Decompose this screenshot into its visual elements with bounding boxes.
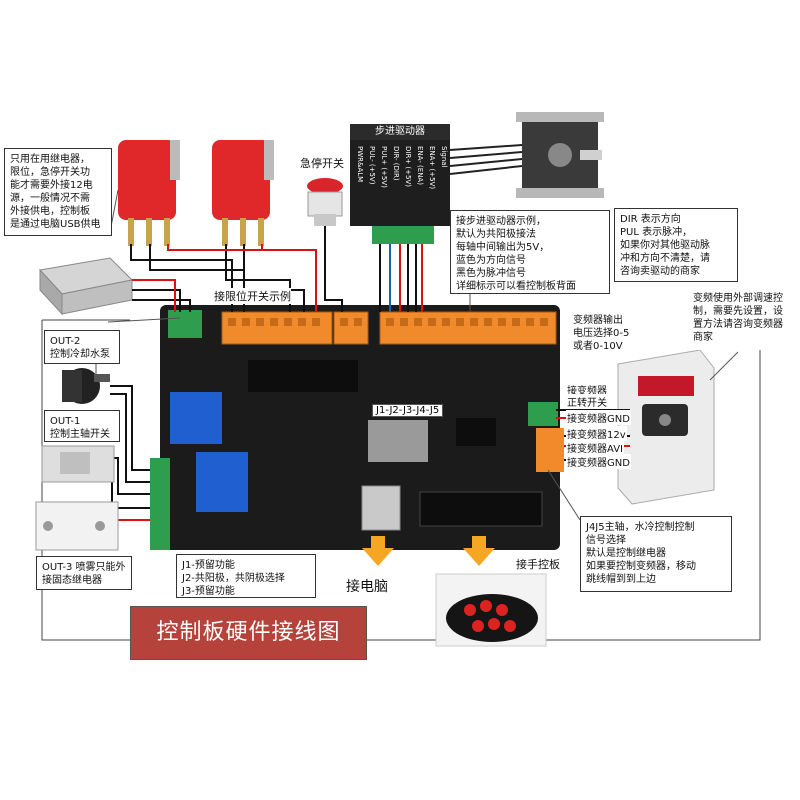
- driver-pin-label: DIR- (DIR): [392, 146, 400, 181]
- callout-line: 源，一般情况不需: [10, 193, 90, 204]
- callout-out3: OUT-3 喷雾只能外 接固态继电器: [36, 556, 132, 590]
- callout-dir-pul: DIR 表示方向 PUL 表示脉冲， 如果你对其他驱动脉 冲和方向不清楚，请 咨…: [614, 208, 738, 282]
- callout-line: 外接供电，控制板: [10, 206, 90, 217]
- callout-line: 如果你对其他驱动脉: [620, 240, 710, 251]
- stepper-motor: [516, 112, 604, 198]
- solid-state-relay: [35, 501, 119, 551]
- arrows: [362, 536, 495, 566]
- callout-line: 默认是控制继电器: [586, 548, 666, 559]
- driver-pin-label: ENA+ (+5V): [428, 146, 436, 189]
- callout-j4j5: J4J5主轴，水冷控制控制 信号选择 默认是控制继电器 如果要控制变频器，移动 …: [580, 516, 732, 592]
- callout-line: PUL 表示脉冲，: [620, 227, 693, 238]
- driver-pin-label: PUL+ (+5V): [380, 146, 388, 188]
- callout-jumpers: J1-预留功能 J2-共阳极，共阴极选择 J3-预留功能: [176, 554, 316, 598]
- callout-line: J1-预留功能: [182, 560, 235, 571]
- callout-line: 如果要控制变频器，移动: [586, 561, 696, 572]
- callout-line: 置方法请咨询变频器: [693, 319, 783, 330]
- callout-line: J2-共阳极，共阴极选择: [182, 573, 285, 584]
- water-pump: [62, 368, 110, 404]
- vfd-terminal-12v: 接变频器12v: [566, 426, 627, 441]
- callout-relay-power: 只用在用继电器， 限位，急停开关功 能才需要外接12电 源，一般情况不需 外接供…: [4, 148, 112, 236]
- callout-line: 跳线帽到到上边: [586, 574, 656, 585]
- driver-pin-label: PWR&ALM: [356, 146, 364, 182]
- callout-line: 限位，急停开关功: [10, 167, 90, 178]
- jumper-row-label: J1-J2-J3-J4-J5: [372, 404, 444, 417]
- driver-pin-label: DIR+ (+5V): [404, 146, 412, 187]
- callout-driver-example: 接步进驱动器示例， 默认为共阳极接法 每轴中间输出为5V， 蓝色为方向信号 黑色…: [450, 210, 610, 294]
- callout-line: 只用在用继电器，: [10, 154, 90, 165]
- callout-line: 详细标示可以看控制板背面: [456, 281, 576, 292]
- callout-line: 变频器输出: [573, 315, 623, 326]
- callout-line: OUT-1: [50, 416, 81, 427]
- callout-line: 咨询卖驱动的商家: [620, 266, 700, 277]
- pc-label: 接电脑: [346, 579, 388, 595]
- callout-line: 接步进驱动器示例，: [456, 216, 546, 227]
- spindle-relay: [41, 445, 115, 483]
- callout-line: 黑色为脉冲信号: [456, 268, 526, 279]
- vfd-terminal-gnd-1: 接变频器GND: [566, 410, 631, 425]
- callout-line: 蓝色为方向信号: [456, 255, 526, 266]
- control-board: [150, 305, 564, 550]
- callout-line: 是通过电脑USB供电: [10, 219, 101, 230]
- vfd-terminal-avi: 接变频器AVI: [566, 440, 624, 455]
- pendant-label: 接手控板: [516, 558, 560, 571]
- output-wires: [110, 385, 150, 509]
- callout-line: J4J5主轴，水冷控制控制: [586, 522, 695, 533]
- callout-out1: OUT-1 控制主轴开关: [44, 410, 120, 442]
- callout-line: DIR 表示方向: [620, 214, 681, 225]
- limit-switch-1: [118, 140, 180, 246]
- callout-line: OUT-3 喷雾只能外: [42, 562, 126, 573]
- driver-label: 步进驱动器: [375, 126, 425, 137]
- vfd-terminal-gnd-2: 接变频器GND: [566, 454, 631, 469]
- callout-line: 每轴中间输出为5V，: [456, 242, 550, 253]
- callout-line: 电压选择0-5: [573, 328, 630, 339]
- callout-out2: OUT-2 控制冷却水泵: [44, 330, 120, 364]
- callout-line: 信号选择: [586, 535, 626, 546]
- estop-label: 急停开关: [300, 157, 344, 170]
- callout-vfd-voltage: 变频器输出 电压选择0-5 或者0-10V: [568, 310, 646, 356]
- callout-line: 或者0-10V: [573, 341, 623, 352]
- driver-pin-label: Signal: [440, 146, 448, 168]
- driver-pin-label: PUL- (+5V): [368, 146, 376, 185]
- red-wires: [118, 244, 423, 521]
- callout-line: 冲和方向不清楚，请: [620, 253, 710, 264]
- callout-line: OUT-2: [50, 336, 81, 347]
- estop-button: [307, 178, 343, 226]
- callout-line: 变频使用外部调速控: [693, 293, 783, 304]
- driver-pin-label: ENA- (ENA): [416, 146, 424, 185]
- power-supply: [39, 257, 134, 316]
- callout-vfd-note: 变频使用外部调速控 制，需要先设置，设 置方法请咨询变频器 商家: [688, 288, 796, 350]
- callout-line: 能才需要外接12电: [10, 180, 93, 191]
- callout-line: 控制冷却水泵: [50, 349, 110, 360]
- limit-example-label: 接限位开关示例: [214, 288, 291, 304]
- stepper-driver: [350, 124, 450, 244]
- vfd-device: [617, 349, 715, 505]
- callout-line: 接固态继电器: [42, 575, 102, 586]
- callout-line: 默认为共阳极接法: [456, 229, 536, 240]
- callout-line: J3-预留功能: [182, 586, 235, 597]
- callout-line: 控制主轴开关: [50, 429, 110, 440]
- pendant: [435, 573, 547, 647]
- vfd-terminal-forward: 接变频器: [566, 382, 608, 397]
- vfd-terminal-forward-2: 正转开关: [566, 394, 608, 409]
- motor-wires: [449, 144, 523, 175]
- limit-switch-2: [212, 140, 274, 246]
- callout-line: 制，需要先设置，设: [693, 306, 783, 317]
- diagram-title: 控制板硬件接线图: [130, 606, 367, 660]
- callout-line: 商家: [693, 332, 713, 343]
